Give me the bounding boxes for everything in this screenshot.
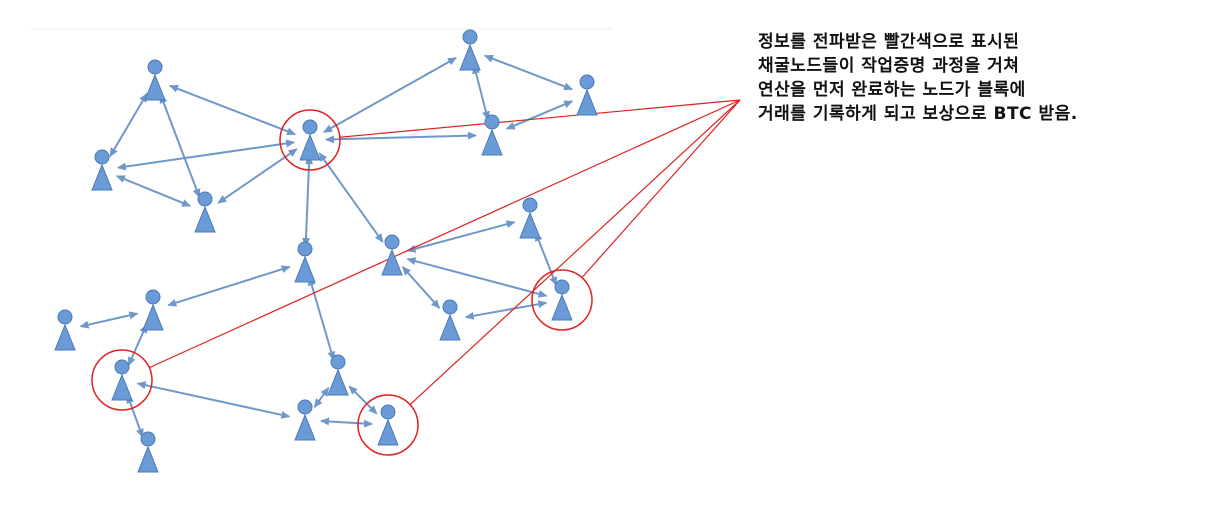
edge-n3-n5 <box>505 100 574 130</box>
highlight-circle-n11 <box>531 269 593 331</box>
edge-n4-n8 <box>301 154 314 248</box>
edge-n8-n16 <box>307 276 336 361</box>
highlight-line-n18 <box>409 99 741 406</box>
person-node-icon-n18 <box>377 404 399 446</box>
person-node-icon-n19 <box>137 431 159 473</box>
edge-n2-n5 <box>472 64 490 121</box>
person-node-icon-n6 <box>91 149 113 191</box>
highlight-line-n11 <box>581 99 741 278</box>
person-node-icon-n3 <box>576 74 598 116</box>
person-node-icon-n2 <box>459 29 481 71</box>
edge-n8-n13 <box>167 265 291 307</box>
annotation-line-2: 채굴노드들이 작업증명 과정을 거쳐 <box>758 56 1020 76</box>
annotation-line-3: 연산을 먼저 완료하는 노드가 블록에 <box>758 80 1026 100</box>
annotation-line-4: 거래를 기록하게 되고 보상으로 BTC 받음. <box>758 104 1078 124</box>
edge-n10-n11 <box>534 231 558 287</box>
person-node-icon-n15 <box>111 359 133 401</box>
person-node-icon-n12 <box>439 299 461 341</box>
person-node-icon-n14 <box>54 309 76 351</box>
edge-n16-n17 <box>313 387 330 408</box>
person-node-icon-n7 <box>194 191 216 233</box>
highlight-line-n15 <box>149 99 741 369</box>
person-node-icon-n8 <box>294 241 316 283</box>
highlight-group <box>91 99 741 456</box>
edge-n6-n7 <box>115 175 192 207</box>
edge-n4-n1 <box>168 84 297 136</box>
highlight-line-n4 <box>339 99 741 138</box>
highlight-circle-n4 <box>279 109 341 171</box>
person-node-icon-n13 <box>142 289 164 331</box>
highlight-circle-n18 <box>357 394 419 456</box>
person-node-icon-n16 <box>327 354 349 396</box>
network-edges <box>79 54 574 438</box>
edge-n9-n11 <box>406 257 548 298</box>
edge-n4-n2 <box>323 56 457 134</box>
edge-n1-n7 <box>159 94 201 198</box>
edge-n15-n19 <box>126 394 144 438</box>
edge-n2-n3 <box>484 54 573 91</box>
edge-n4-n7 <box>217 148 298 204</box>
edge-n13-n15 <box>127 323 148 367</box>
person-node-icon-n1 <box>144 59 166 101</box>
annotation-text: 정보를 전파받은 빨간색으로 표시된 채굴노드들이 작업증명 과정을 거쳐 연산… <box>758 30 1218 126</box>
edge-n4-n9 <box>318 152 384 243</box>
highlight-circle-n15 <box>91 349 153 411</box>
annotation-line-1: 정보를 전파받은 빨간색으로 표시된 <box>758 32 1020 52</box>
person-node-icon-n10 <box>519 197 541 239</box>
edge-n15-n17 <box>136 381 291 419</box>
edge-n17-n18 <box>319 417 374 428</box>
edge-n9-n10 <box>406 220 516 253</box>
edge-n1-n6 <box>109 92 148 158</box>
person-node-icon-n17 <box>294 399 316 441</box>
edge-n4-n5 <box>324 131 478 144</box>
person-node-icon-n4 <box>299 119 321 161</box>
person-node-icon-n11 <box>551 279 573 321</box>
edge-n13-n14 <box>79 311 139 329</box>
edge-n9-n12 <box>401 266 441 309</box>
edge-n4-n6 <box>116 139 296 171</box>
edge-n16-n18 <box>348 385 378 415</box>
person-node-icon-n5 <box>481 114 503 156</box>
